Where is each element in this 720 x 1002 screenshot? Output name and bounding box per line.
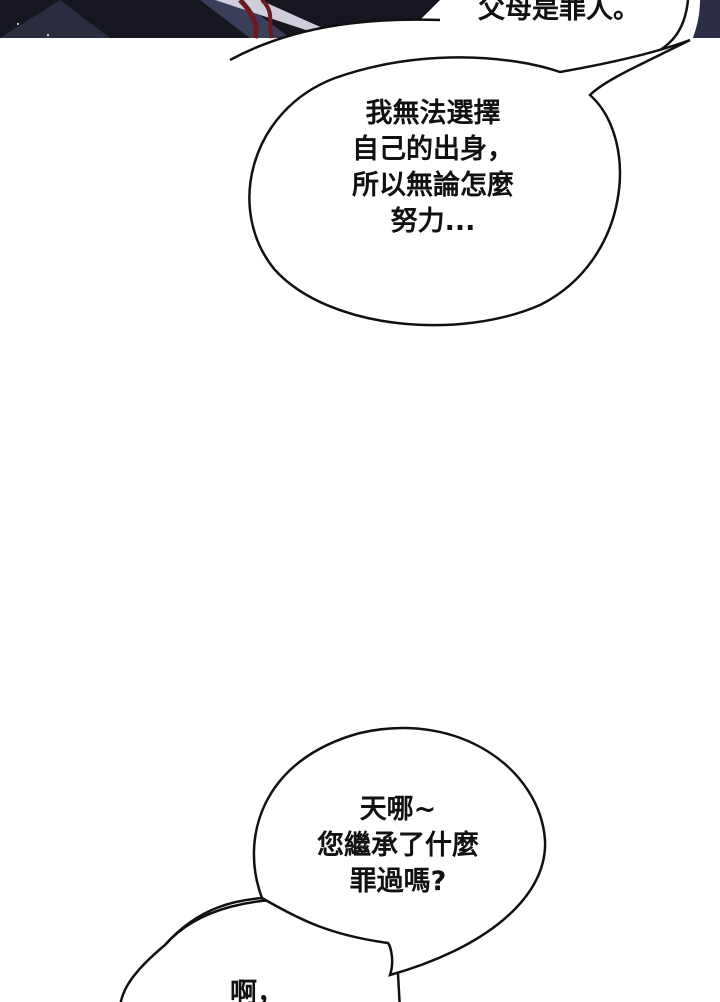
bubble-1-line: 我無法選擇 bbox=[365, 98, 501, 129]
bubble-1-text: 我無法選擇 自己的出身， 所以無論怎麼 努力... bbox=[318, 96, 548, 240]
bubble-1-line: 自己的出身， bbox=[352, 134, 514, 165]
bubble-2-line: 天哪~ bbox=[359, 794, 437, 825]
bubble-1-line: 努力... bbox=[390, 206, 476, 237]
bubble-2-text: 天哪~ 您繼承了什麼 罪過嗎? bbox=[288, 792, 508, 900]
bubble-3-text: 啊， bbox=[230, 978, 284, 1002]
bubble-1-line: 所以無論怎麼 bbox=[352, 170, 514, 201]
speech-bubble-1 bbox=[248, 38, 691, 327]
top-bubble-text: 父母是罪人。 bbox=[478, 0, 640, 25]
bubble-2-line: 您繼承了什麼 bbox=[317, 830, 479, 861]
bubble-2-line: 罪過嗎? bbox=[349, 866, 447, 897]
top-speech-bubble bbox=[230, 0, 700, 79]
speech-bubble-2 bbox=[252, 726, 547, 977]
